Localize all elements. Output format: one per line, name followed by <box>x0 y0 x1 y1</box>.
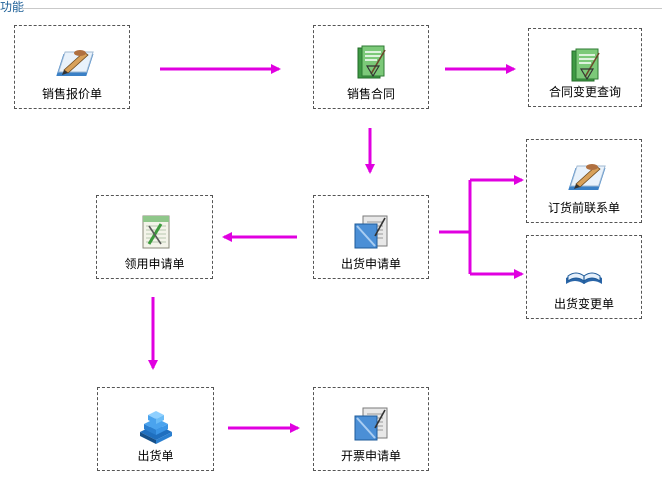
boxes-icon <box>134 402 178 446</box>
node-label: 出货申请单 <box>340 257 401 271</box>
node-shipment-change[interactable]: 出货变更单 <box>526 235 642 319</box>
contract-icon <box>563 43 607 87</box>
node-label: 销售合同 <box>346 87 395 101</box>
node-contract-change-query[interactable]: 合同变更查询 <box>528 28 642 107</box>
node-shipment[interactable]: 出货单 <box>97 387 214 471</box>
node-label: 合同变更查询 <box>548 85 621 99</box>
node-sales-quote[interactable]: 销售报价单 <box>14 25 130 109</box>
contract-icon <box>349 40 393 84</box>
node-pre-order-contact[interactable]: 订货前联系单 <box>526 139 642 223</box>
open-book-icon <box>562 250 606 294</box>
arrow-branch-connector <box>439 180 472 274</box>
node-label: 订货前联系单 <box>547 201 620 215</box>
node-label: 出货变更单 <box>553 297 614 311</box>
node-requisition[interactable]: 领用申请单 <box>96 195 213 279</box>
page-title: 功能 <box>0 0 25 14</box>
ledger-icon <box>133 210 177 254</box>
node-label: 开票申请单 <box>340 449 401 463</box>
form-icon <box>349 210 393 254</box>
title-divider <box>22 8 662 9</box>
form-icon <box>349 402 393 446</box>
node-invoice-request[interactable]: 开票申请单 <box>313 387 429 471</box>
node-sales-contract[interactable]: 销售合同 <box>313 25 429 109</box>
node-label: 领用申请单 <box>124 257 185 271</box>
node-shipment-request[interactable]: 出货申请单 <box>313 195 429 279</box>
node-label: 销售报价单 <box>41 87 102 101</box>
node-label: 出货单 <box>137 449 174 463</box>
pen-document-icon <box>50 40 94 84</box>
pen-document-icon <box>562 154 606 198</box>
